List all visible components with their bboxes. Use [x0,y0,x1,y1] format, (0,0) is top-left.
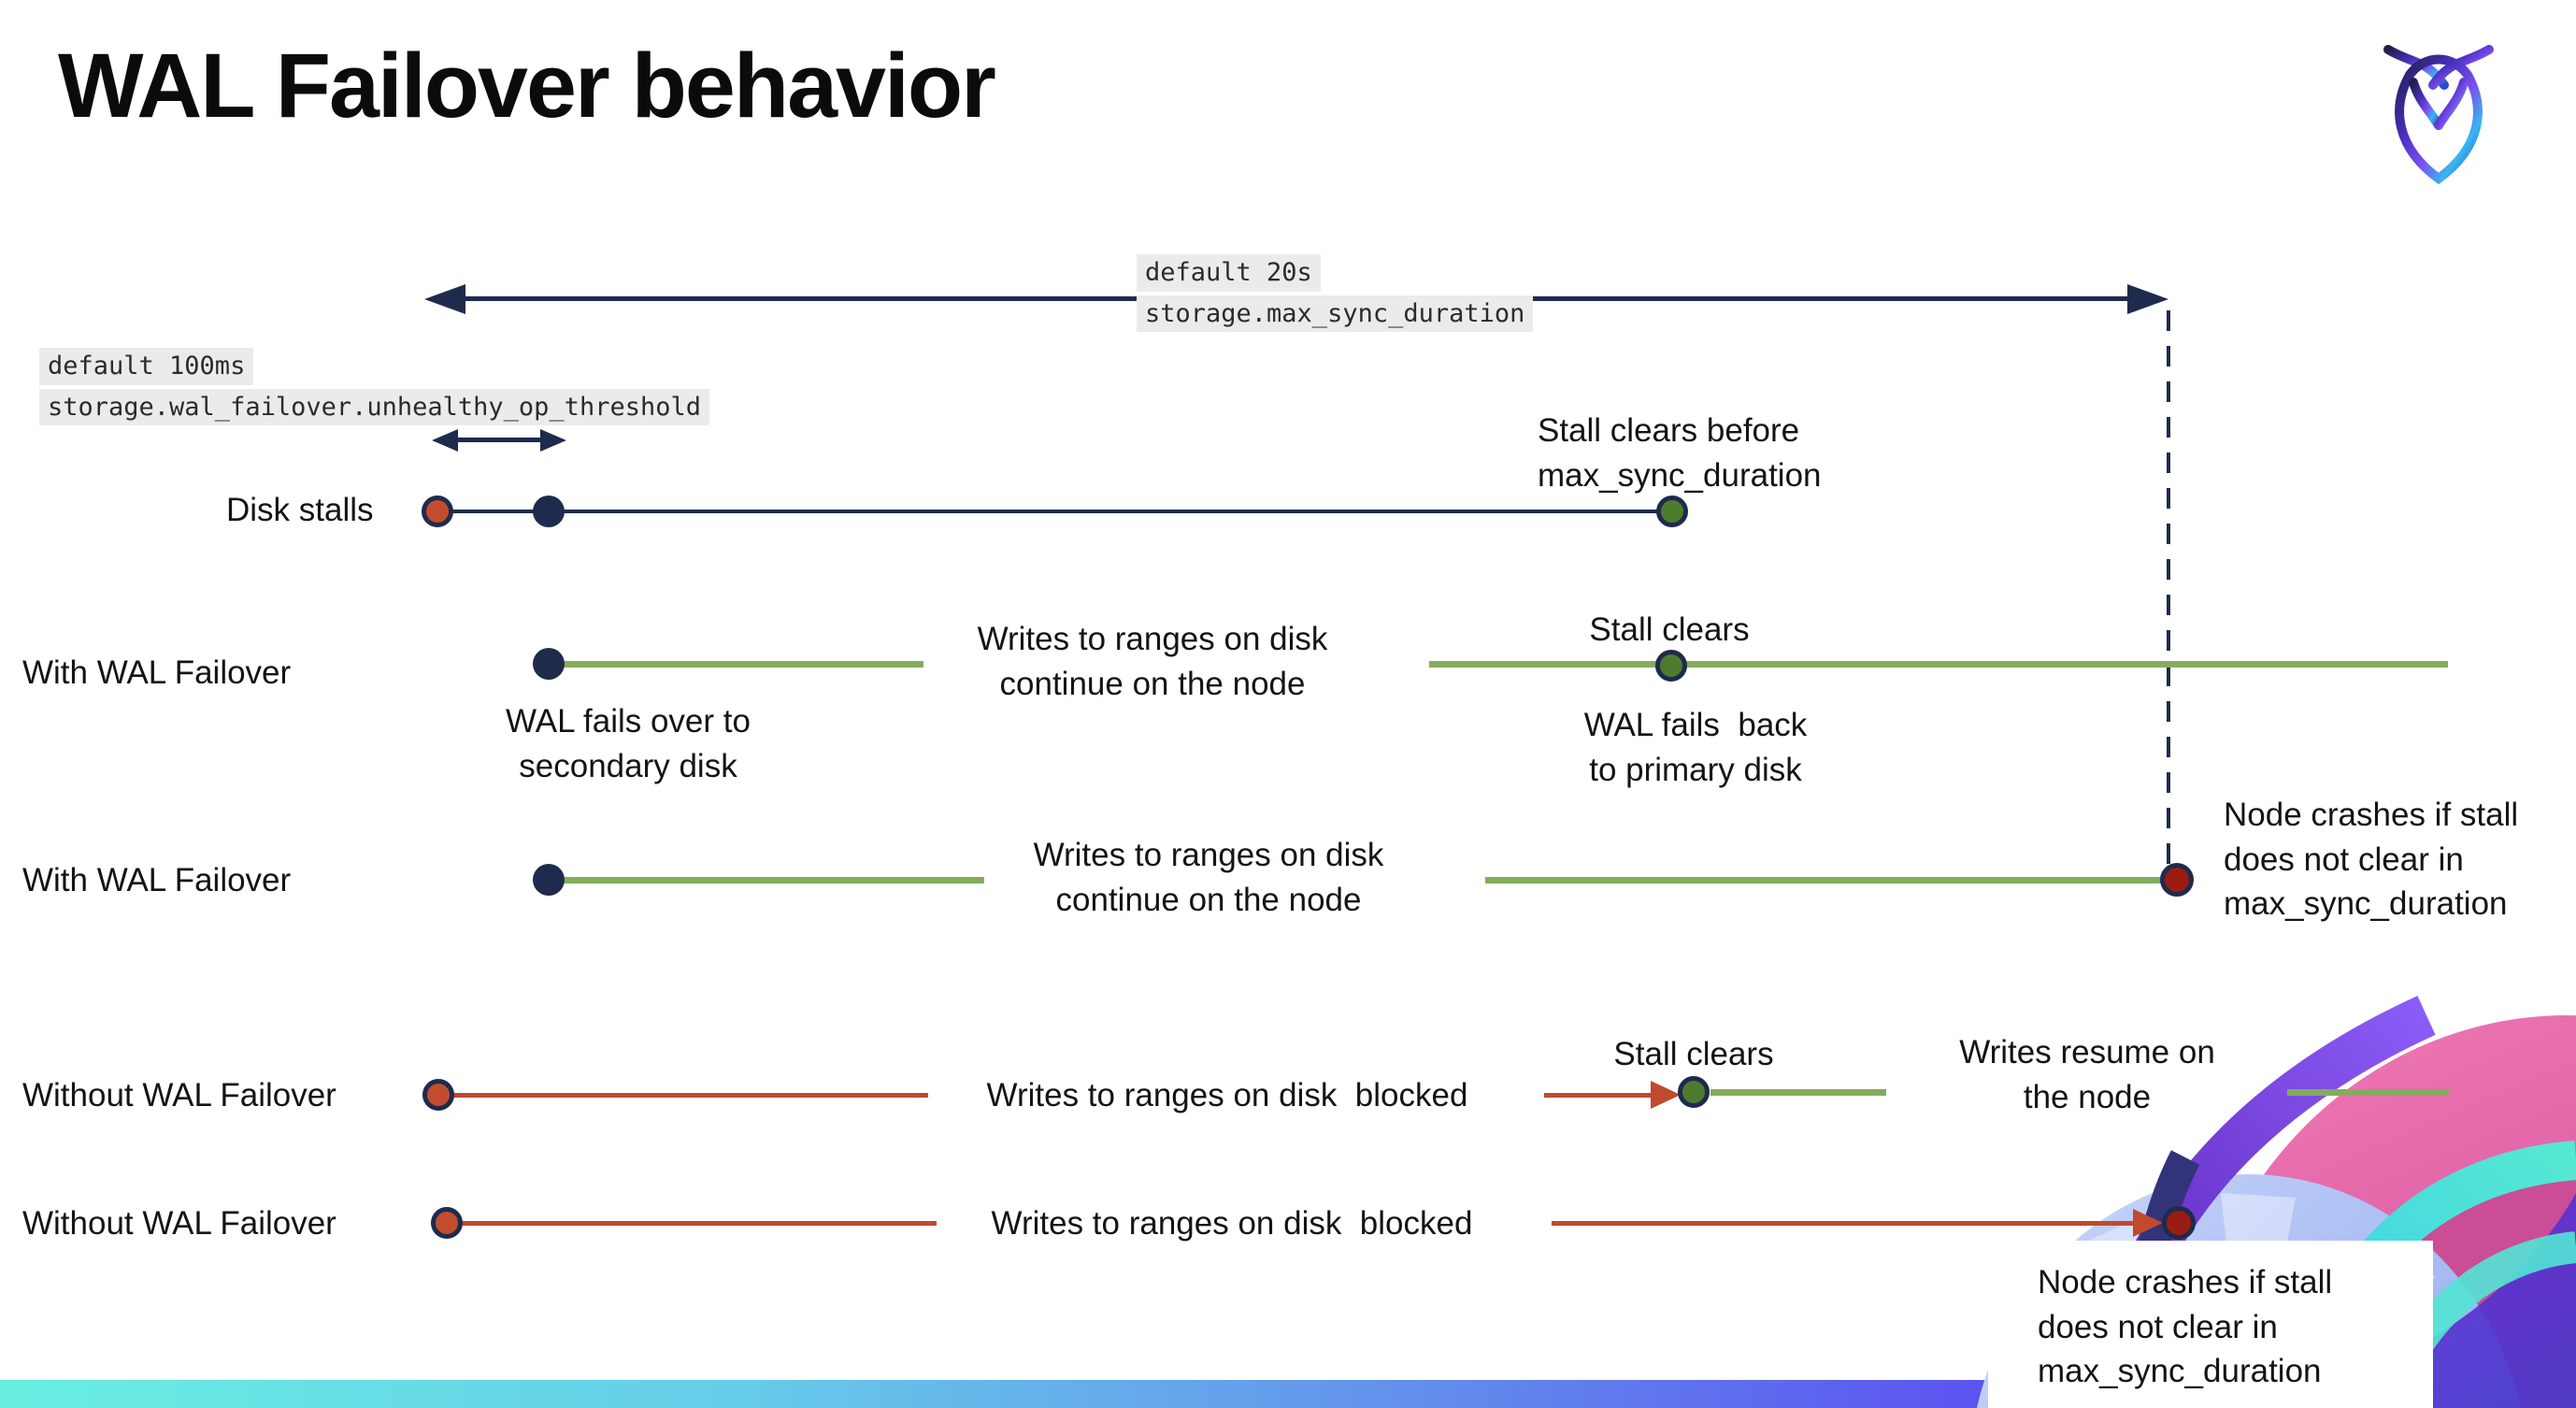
max-sync-duration-label: default 20s storage.max_sync_duration [1137,254,1534,333]
failover-start-dot [533,864,565,896]
writes-blocked-line [453,1093,928,1098]
stall-clears-dot [1678,1076,1710,1108]
timeline-row-label: With WAL Failover [22,654,292,691]
page-title: WAL Failover behavior [58,35,996,136]
timeline-row-label: Without WAL Failover [22,1077,336,1113]
writes-continue-line [561,661,923,668]
cockroach-logo-icon [2382,34,2496,191]
arrowhead-left-icon [432,429,458,452]
node-crash-dot [2160,863,2194,897]
setting-default-value: default 100ms [39,348,254,385]
threshold-span-line [454,438,540,442]
writes-blocked-line [1552,1221,2140,1226]
arrowhead-right-icon [2133,1209,2163,1237]
writes-blocked-caption: Writes to ranges on disk blocked [991,1205,1473,1242]
wal-fails-over-caption: WAL fails over to secondary disk [506,703,751,784]
arrowhead-right-icon [1651,1081,1681,1109]
writes-continue-line [1429,661,2448,668]
timeline-row-label: With WAL Failover [22,862,292,898]
arrowhead-right-icon [540,429,566,452]
stall-start-dot [431,1207,463,1239]
stall-clears-caption: Stall clears [1589,611,1750,648]
node-crash-dot [2162,1206,2196,1240]
writes-resume-caption: Writes resume on the node [1959,1034,2215,1115]
unhealthy-op-threshold-label: default 100ms storage.wal_failover.unhea… [39,348,709,426]
writes-continue-caption: Writes to ranges on disk continue on the… [1033,837,1384,918]
crash-caption-box [1988,1241,2433,1408]
stall-clears-caption: Stall clears [1613,1036,1774,1072]
stall-clears-dot [1655,650,1687,682]
failover-threshold-dot [533,496,565,527]
timeline-row-label: Disk stalls [226,492,374,528]
setting-default-value: default 20s [1137,254,1321,292]
writes-resume-line [1710,1089,1886,1096]
writes-blocked-caption: Writes to ranges on disk blocked [986,1077,1468,1113]
arrowhead-left-icon [424,284,465,314]
stall-start-dot [422,496,453,527]
node-crashes-caption: Node crashes if stall does not clear in … [2038,1264,2333,1390]
timeline-row-label: Without WAL Failover [22,1205,336,1242]
writes-blocked-line [462,1221,937,1226]
wal-fails-back-caption: WAL fails back to primary disk [1583,707,1808,788]
setting-name: storage.wal_failover.unhealthy_op_thresh… [39,388,709,426]
writes-blocked-line [1544,1093,1660,1098]
failover-start-dot [533,648,565,680]
node-crashes-caption: Node crashes if stall does not clear in … [2224,797,2519,923]
setting-name: storage.max_sync_duration [1137,295,1534,333]
max-sync-deadline-dashed-line [2167,310,2170,871]
stall-start-dot [422,1079,454,1111]
writes-continue-line [1485,877,2162,884]
writes-continue-line [561,877,984,884]
stall-clears-before-caption: Stall clears before max_sync_duration [1538,412,1822,494]
writes-resume-line [2287,1089,2449,1096]
arrowhead-right-icon [2127,284,2168,314]
disk-stall-line [437,510,1672,513]
writes-continue-caption: Writes to ranges on disk continue on the… [977,621,1328,702]
stall-clears-dot [1656,496,1688,527]
